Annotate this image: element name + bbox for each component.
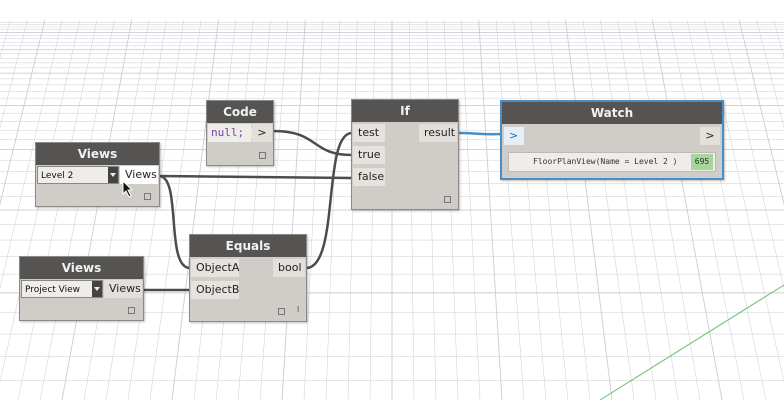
chevron-down-icon[interactable] bbox=[108, 167, 118, 183]
views-node-level[interactable]: Views Level 2 Views bbox=[35, 142, 160, 207]
output-port-views[interactable]: Views bbox=[104, 280, 142, 298]
watch-value-row: FloorPlanView(Name = Level 2 ) bbox=[508, 152, 716, 172]
input-port-test[interactable]: test bbox=[353, 124, 385, 142]
input-port-false[interactable]: false bbox=[353, 168, 385, 186]
resize-grip-icon[interactable] bbox=[259, 152, 266, 159]
output-port-result[interactable]: result bbox=[419, 124, 457, 142]
mouse-pointer-icon bbox=[122, 180, 134, 198]
item-count-badge: 695 bbox=[691, 154, 713, 170]
watch-value: FloorPlanView(Name = Level 2 ) bbox=[533, 157, 678, 166]
resize-grip-icon[interactable] bbox=[128, 307, 135, 314]
views-node-project[interactable]: Views Project View Views bbox=[19, 256, 144, 321]
resize-grip-icon[interactable] bbox=[278, 308, 285, 315]
code-input[interactable]: null; bbox=[208, 124, 251, 142]
if-node[interactable]: If test true false result bbox=[351, 99, 459, 210]
resize-grip-icon[interactable] bbox=[144, 193, 151, 200]
node-title: Views bbox=[20, 257, 143, 279]
input-port-true[interactable]: true bbox=[353, 146, 385, 164]
node-title: If bbox=[352, 100, 458, 122]
views-dropdown[interactable]: Level 2 bbox=[37, 166, 119, 184]
node-title: Views bbox=[36, 143, 159, 165]
lacing-indicator: l bbox=[297, 305, 300, 314]
output-port[interactable]: > bbox=[700, 127, 720, 145]
node-title: Equals bbox=[190, 235, 306, 257]
input-port-objecta[interactable]: ObjectA bbox=[191, 259, 239, 277]
input-port-objectb[interactable]: ObjectB bbox=[191, 281, 239, 299]
watch-node[interactable]: Watch > > FloorPlanView(Name = Level 2 )… bbox=[500, 100, 724, 180]
output-port[interactable]: > bbox=[252, 124, 272, 142]
code-block-node[interactable]: Code Block null; > bbox=[206, 100, 274, 166]
node-title: Code Block bbox=[207, 101, 273, 141]
output-port-views[interactable]: Views bbox=[120, 166, 158, 184]
dropdown-value: Project View bbox=[25, 285, 81, 295]
node-title: Watch bbox=[502, 102, 722, 124]
equals-node[interactable]: Equals ObjectA ObjectB bool l bbox=[189, 234, 307, 322]
chevron-down-icon[interactable] bbox=[92, 281, 102, 297]
output-port-bool[interactable]: bool bbox=[273, 259, 305, 277]
dropdown-value: Level 2 bbox=[41, 171, 74, 181]
input-port[interactable]: > bbox=[504, 127, 524, 145]
views-dropdown[interactable]: Project View bbox=[21, 280, 103, 298]
resize-grip-icon[interactable] bbox=[444, 196, 451, 203]
